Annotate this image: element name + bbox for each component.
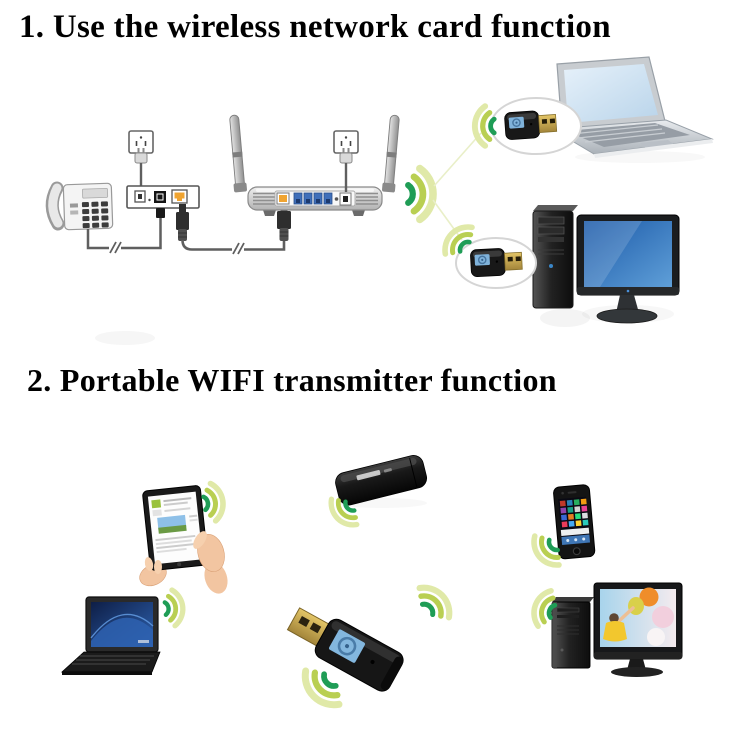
telephone: [45, 181, 114, 231]
tablet-with-hands: [139, 485, 228, 594]
modem-splitter-box: [126, 185, 200, 218]
wall-outlet-2: [333, 130, 359, 192]
phone-line-connector: [156, 208, 165, 218]
wifi-waves-laptop1: [475, 106, 494, 146]
laptop-section2: [60, 596, 161, 675]
smartphone: [553, 484, 596, 560]
router-antenna-left: [229, 114, 247, 193]
section1-title: 1. Use the wireless network card functio…: [19, 9, 611, 45]
wall-outlet-1: [128, 130, 154, 187]
laptop-usb-adapter-callout: [490, 97, 582, 155]
desktop-usb-adapter-callout: [455, 237, 537, 289]
wifi-waves-adapter-upper: [413, 580, 457, 624]
portable-usb-dongle: [335, 455, 428, 506]
router-lan-ports: [293, 192, 333, 205]
laptop-section1: [550, 56, 714, 158]
signal-lines: [432, 132, 482, 241]
wifi-waves-laptop2: [164, 589, 185, 626]
app-grid: [559, 498, 589, 528]
router-antenna-right: [382, 114, 400, 193]
wifi-waves-tablet: [202, 482, 225, 522]
desktop-section2: [551, 582, 683, 677]
usb-wifi-adapter-large: [286, 607, 404, 692]
wifi-waves-router: [408, 169, 433, 220]
wireless-router: [229, 114, 400, 216]
ethernet-cable: [176, 204, 291, 255]
wifi-waves-adapter-lower: [297, 663, 347, 713]
monitor-wallpaper-balloons: [603, 587, 674, 646]
phone-cable: [86, 218, 162, 254]
section2-title: 2. Portable WIFI transmitter function: [27, 362, 557, 398]
desktop-section1: [532, 205, 680, 324]
